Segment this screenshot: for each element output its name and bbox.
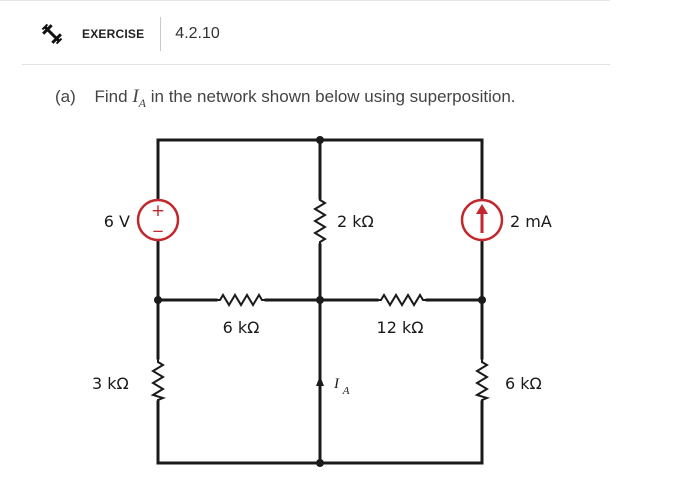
node-mid-center (316, 296, 324, 304)
current-ia-letter: I (333, 376, 340, 392)
exercise-number: 4.2.10 (175, 25, 220, 42)
resistor-6k-middle-label: 6 kΩ (223, 318, 260, 337)
top-divider (0, 0, 610, 1)
current-source: 2 mA (460, 198, 552, 242)
resistor-6k-middle-zigzag (216, 293, 266, 307)
resistor-2k: 2 kΩ (313, 198, 374, 245)
voltage-source-minus: − (152, 222, 165, 240)
question-symbol-subscript: A (138, 95, 146, 110)
voltage-source-plus: + (151, 201, 165, 221)
header-separator (160, 17, 162, 51)
resistor-12k: 12 kΩ (377, 293, 427, 337)
voltage-source: + − 6 V (104, 198, 180, 242)
current-source-label: 2 mA (510, 212, 552, 231)
resistor-6k-right-zigzag (474, 358, 491, 402)
current-ia-indicator: I A (316, 376, 350, 397)
nodes (154, 136, 486, 467)
resistor-6k-right-label: 6 kΩ (505, 374, 542, 393)
header-divider (22, 64, 610, 65)
resistor-3k-label: 3 kΩ (92, 374, 129, 393)
resistor-2k-label: 2 kΩ (337, 212, 374, 231)
exercise-icon (40, 22, 64, 46)
current-ia-arrow (316, 376, 324, 386)
exercise-label: EXERCISE (82, 27, 145, 41)
node-top-center (316, 136, 324, 144)
current-ia-symbol: I A (333, 376, 350, 397)
question-symbol: IA (132, 86, 146, 110)
question-text-before: Find (94, 87, 128, 106)
resistor-3k: 3 kΩ (92, 358, 167, 402)
current-source-arrow-head (476, 204, 488, 214)
resistor-6k-right: 6 kΩ (474, 358, 542, 402)
current-ia-subscript: A (342, 385, 350, 397)
node-mid-right (478, 296, 486, 304)
question-part: (a) (55, 87, 76, 106)
question-text-after: in the network shown below using superpo… (150, 87, 516, 106)
node-bottom-center (316, 459, 324, 467)
exercise-header: EXERCISE 4.2.10 (40, 14, 220, 54)
resistor-6k-middle: 6 kΩ (216, 293, 266, 337)
resistor-12k-zigzag (377, 293, 427, 307)
question-symbol-letter: I (132, 86, 139, 107)
voltage-source-label: 6 V (104, 212, 130, 231)
node-mid-left (154, 296, 162, 304)
question-text: (a) Find IA in the network shown below u… (55, 86, 516, 111)
resistor-12k-label: 12 kΩ (377, 318, 424, 337)
voltage-source-circle (136, 198, 180, 242)
resistor-2k-zigzag (313, 198, 327, 245)
resistor-3k-zigzag (150, 358, 167, 402)
